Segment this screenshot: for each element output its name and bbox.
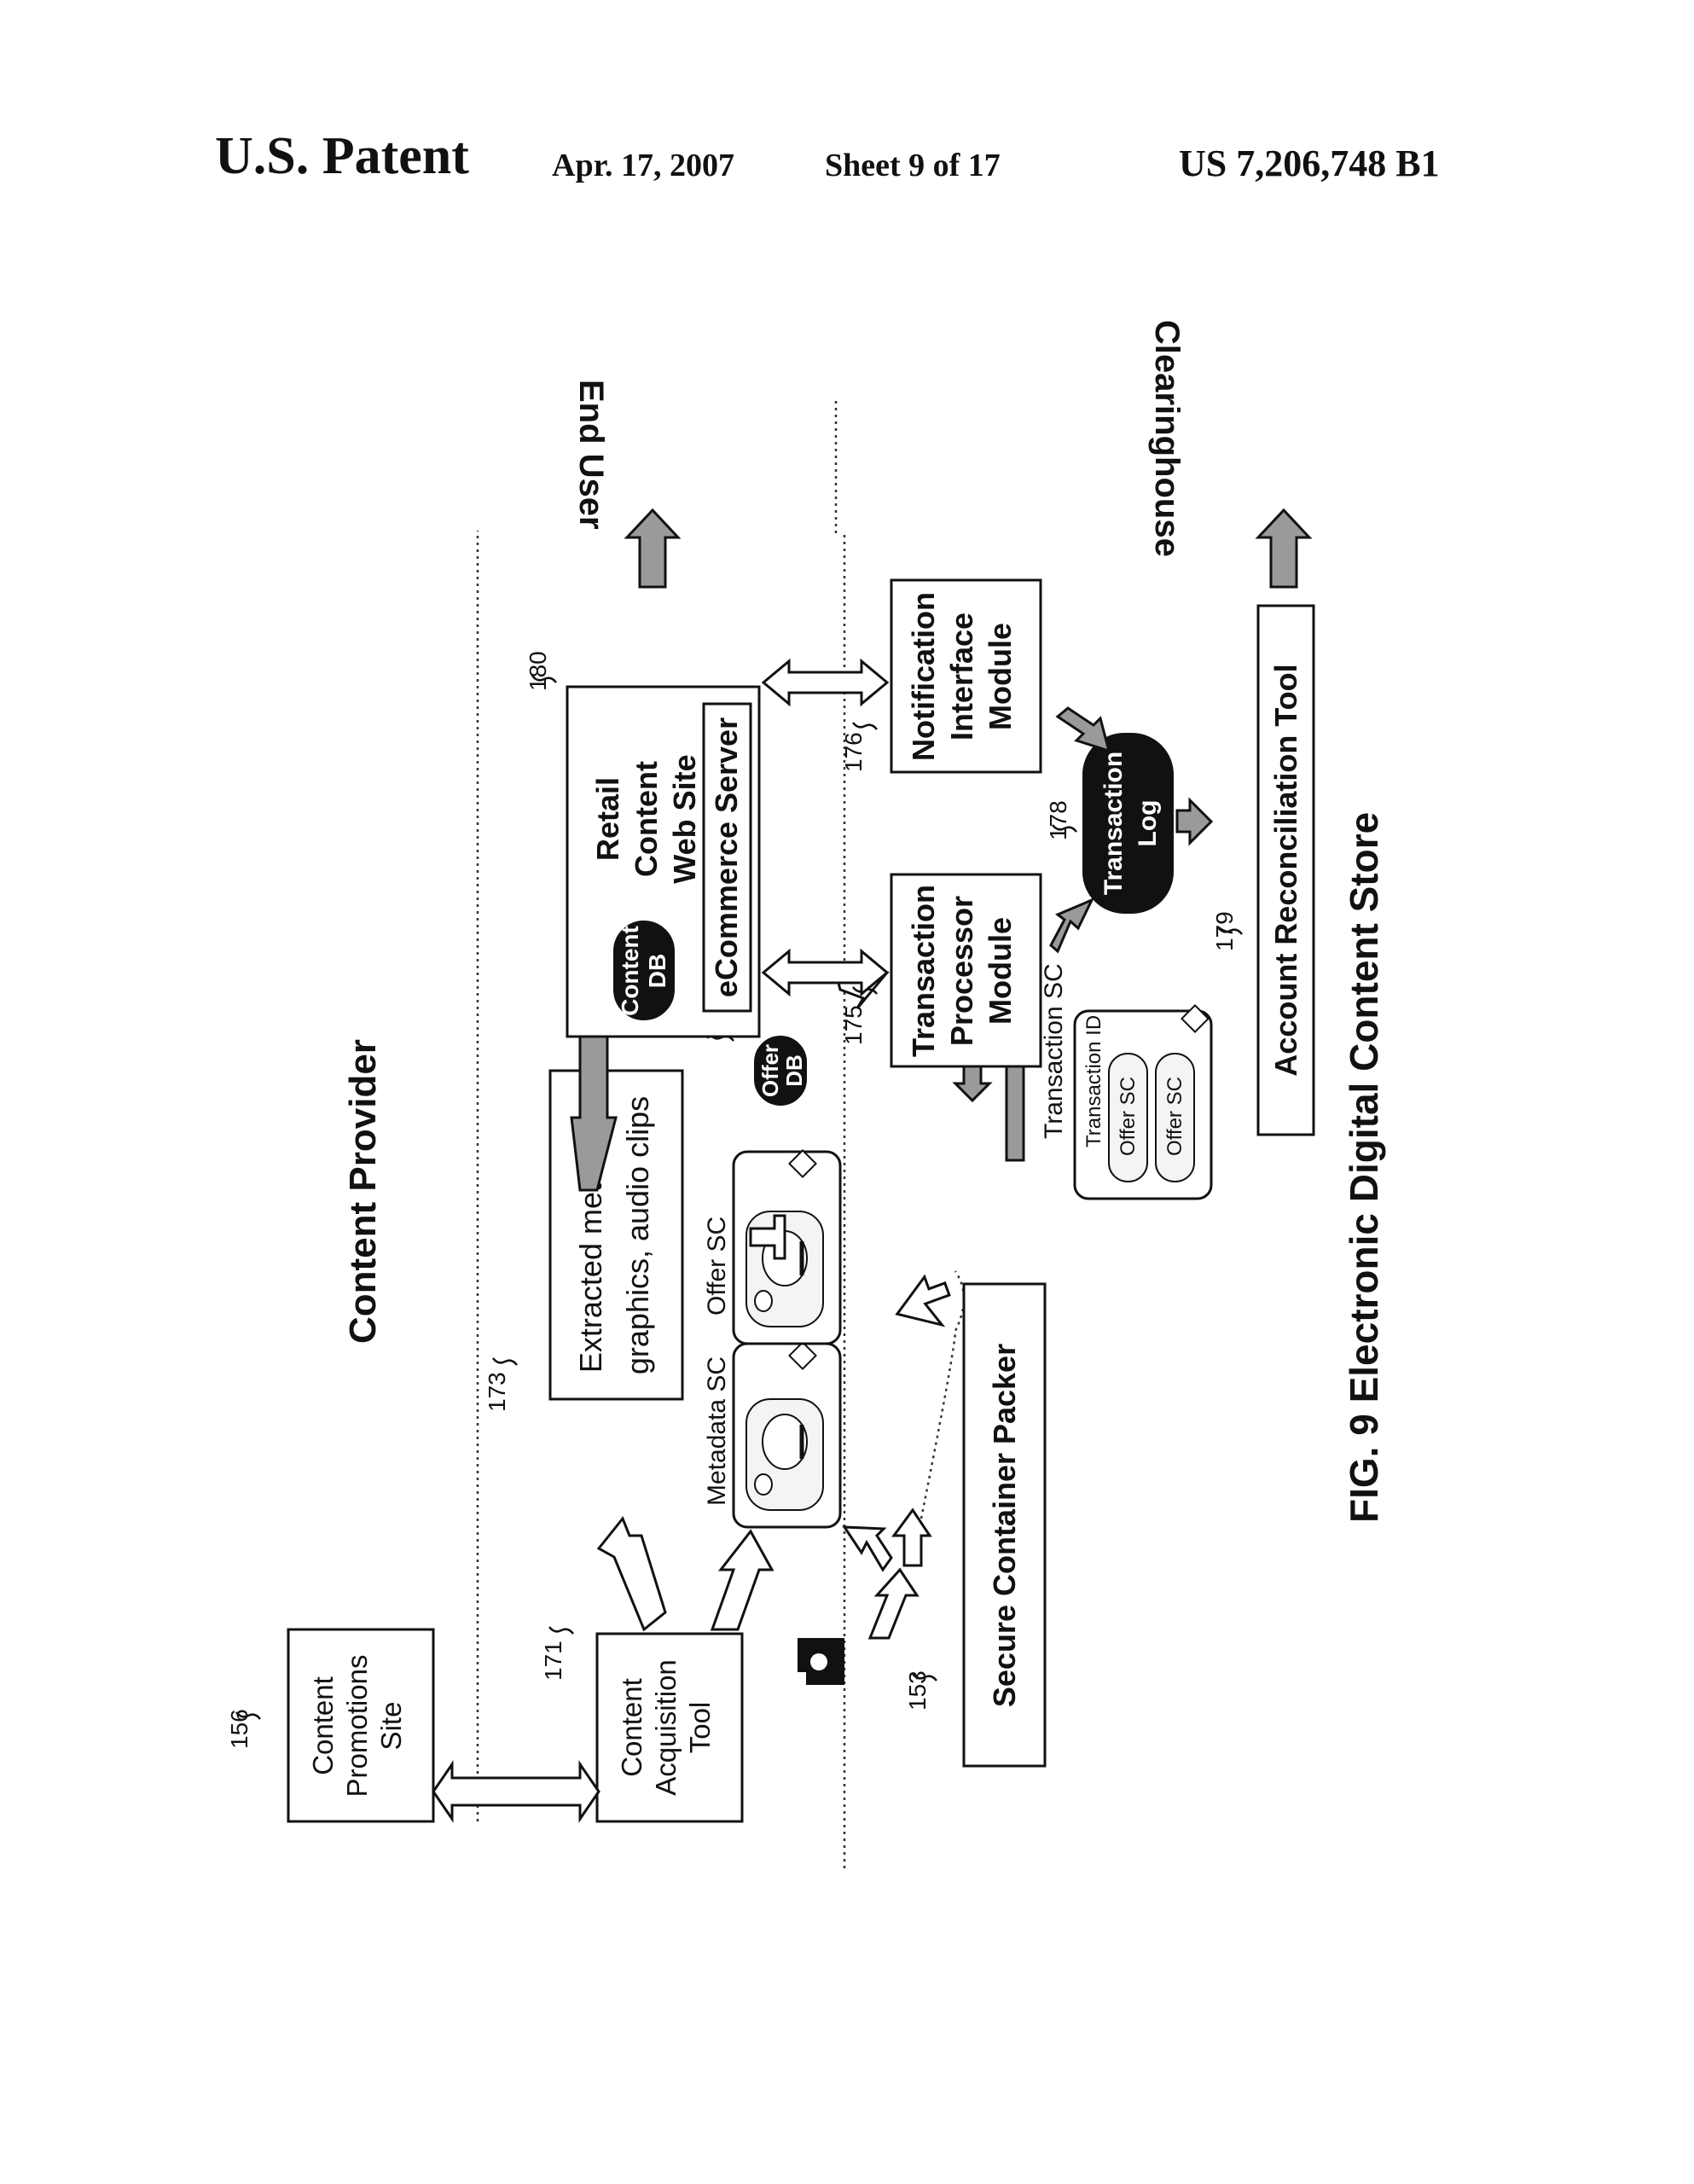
notification-interface-line-3: Module: [983, 623, 1018, 730]
ref-156-leader: [235, 1711, 261, 1720]
transaction-processor-line-2: Processor: [944, 896, 979, 1046]
offer-db-line-2: DB: [781, 1054, 807, 1087]
offer-db: Offer DB: [754, 1036, 807, 1106]
ecommerce-server-block: eCommerce Server: [702, 702, 752, 1013]
transaction-log-line-2: Log: [1134, 800, 1162, 847]
patent-number: US 7,206,748 B1: [1179, 142, 1440, 184]
metadata-sc-container: [732, 1341, 842, 1529]
arrow-notification-to-log: [1055, 706, 1111, 753]
double-arrow-retail-notification: [761, 658, 890, 707]
arrow-to-end-user: [624, 508, 682, 589]
ref-173-leader: [492, 1357, 518, 1366]
transaction-processor-block: Transaction Processor Module: [890, 873, 1042, 1068]
ref-176-leader: [852, 722, 878, 730]
account-reconciliation-label: Account Reconciliation Tool: [1268, 664, 1303, 1076]
arrow-acquisition-to-extracted: [596, 1516, 667, 1632]
content-acquisition-tool-block: Content Acquisition Tool: [595, 1632, 744, 1823]
transaction-processor-line-1: Transaction: [906, 885, 941, 1057]
ref-171-leader: [548, 1626, 574, 1635]
extracted-metadata-line-2: graphics, audio clips: [620, 1096, 655, 1374]
arrow-into-packer: [891, 1507, 932, 1567]
secure-container-packer-block: Secure Container Packer: [962, 1282, 1047, 1768]
arrow-packer-to-offer-sc: [895, 1274, 951, 1327]
retail-site-line-1: Retail: [590, 777, 625, 861]
transaction-log-line-1: Transaction: [1099, 752, 1128, 895]
ecommerce-server-label: eCommerce Server: [709, 717, 744, 997]
offer-sc-container: [732, 1149, 842, 1345]
content-promotions-site-line-3: Site: [375, 1702, 407, 1751]
sheet-number: Sheet 9 of 17: [825, 148, 1001, 183]
retail-site-line-2: Content: [629, 761, 664, 877]
transaction-sc-container: Transaction ID Offer SC Offer SC: [1073, 1004, 1213, 1200]
offer-db-line-1: Offer: [757, 1044, 783, 1097]
notification-interface-line-2: Interface: [944, 613, 979, 741]
ref-173: 173: [484, 1372, 510, 1412]
ref-180: 180: [525, 651, 551, 691]
offer-sc-item-2: Offer SC: [1163, 1077, 1186, 1156]
arrow-acquisition-to-metadata-sc: [710, 1529, 774, 1631]
ref-175: 175: [840, 1005, 867, 1045]
transaction-sc-label: Transaction SC: [1040, 963, 1068, 1139]
transaction-log: Transaction Log: [1082, 733, 1174, 914]
patent-date: Apr. 17, 2007: [552, 148, 734, 183]
content-promotions-site-block: Content Promotions Site: [287, 1628, 435, 1823]
notification-interface-line-1: Notification: [906, 592, 941, 761]
content-promotions-site-line-1: Content: [307, 1676, 339, 1775]
metadata-sc-label: Metadata SC: [703, 1356, 731, 1506]
arrow-log-to-reconciliation: [1175, 797, 1214, 846]
content-db: Content DB: [613, 921, 675, 1020]
double-arrow-promotions-acquisition: [432, 1760, 600, 1823]
double-arrow-retail-processor: [761, 948, 890, 997]
content-provider-label: Content Provider: [342, 1039, 384, 1344]
arrow-offer-sc-to-offer-db: [749, 1214, 786, 1260]
ref-178-leader: [1052, 824, 1077, 833]
ref-176: 176: [840, 732, 867, 772]
ref-179-leader: [1217, 926, 1243, 935]
secure-container-packer-label: Secure Container Packer: [987, 1344, 1022, 1707]
figure-caption: FIG. 9 Electronic Digital Content Store: [1342, 812, 1386, 1523]
content-db-line-1: Content: [617, 926, 643, 1016]
content-promotions-site-line-2: Promotions: [341, 1655, 373, 1798]
notification-interface-block: Notification Interface Module: [890, 578, 1042, 774]
arrow-processor-to-log: [1049, 897, 1095, 954]
ref-178: 178: [1045, 800, 1071, 840]
account-reconciliation-block: Account Reconciliation Tool: [1256, 604, 1315, 1136]
content-db-line-2: DB: [644, 954, 670, 988]
media-files-icon: [798, 1638, 844, 1685]
patent-label: U.S. Patent: [215, 127, 469, 185]
content-acquisition-tool-line-3: Tool: [684, 1702, 716, 1754]
ref-171: 171: [540, 1641, 566, 1681]
content-acquisition-tool-line-1: Content: [616, 1678, 647, 1777]
offer-sc-item-1: Offer SC: [1117, 1077, 1140, 1156]
transaction-processor-line-3: Module: [983, 917, 1018, 1025]
ref-180-leader: [531, 675, 557, 683]
ref-153-leader: [912, 1673, 937, 1682]
retail-site-line-3: Web Site: [667, 754, 702, 883]
offer-sc-label: Offer SC: [703, 1217, 731, 1316]
curve-packer-to-offer: [920, 1270, 966, 1519]
arrow-metadata-sc-to-packer: [842, 1525, 893, 1572]
content-acquisition-tool-line-2: Acquisition: [650, 1659, 682, 1796]
arrow-stream-to-packer: [867, 1567, 920, 1640]
arrow-to-clearinghouse: [1255, 508, 1313, 589]
end-user-label: End User: [572, 380, 610, 530]
transaction-id-label: Transaction ID: [1082, 1015, 1105, 1147]
clearinghouse-label: Clearinghouse: [1148, 320, 1186, 557]
